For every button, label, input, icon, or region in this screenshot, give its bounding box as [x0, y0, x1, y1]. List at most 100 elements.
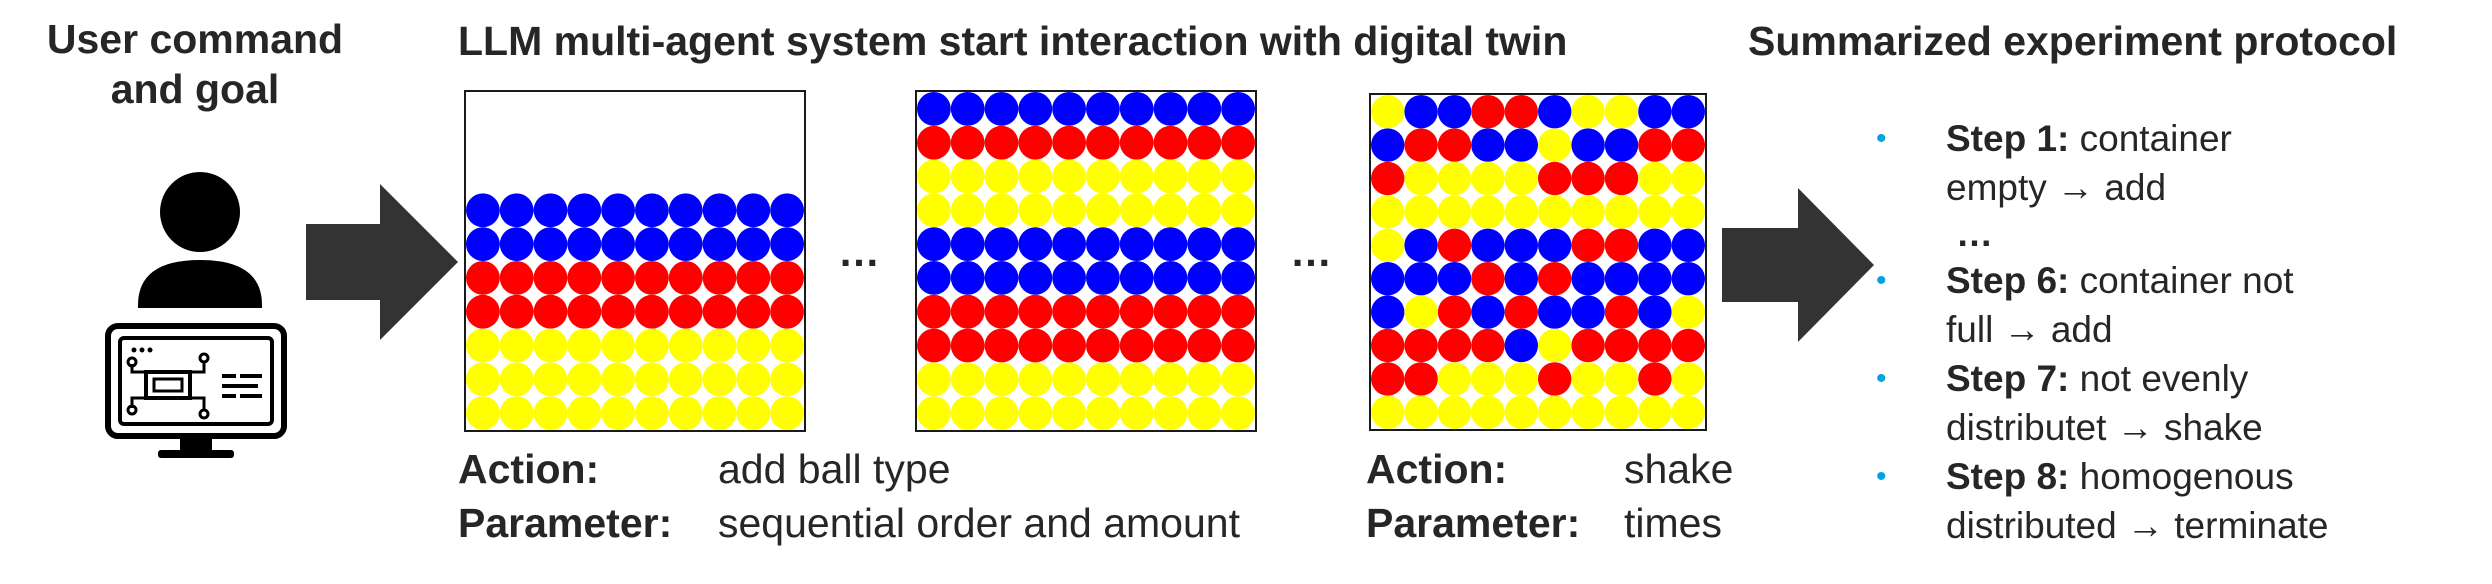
- blue-ball: [1671, 262, 1705, 296]
- blue-ball: [1404, 95, 1438, 129]
- red-ball: [1052, 328, 1086, 363]
- red-ball: [1187, 125, 1222, 160]
- red-ball: [1086, 125, 1120, 160]
- blue-ball: [1052, 92, 1086, 126]
- blue-ball: [1404, 228, 1438, 262]
- blue-ball: [635, 193, 669, 228]
- red-ball: [1538, 262, 1572, 296]
- red-ball: [533, 294, 568, 329]
- yellow-ball: [1187, 396, 1222, 430]
- red-ball: [1086, 294, 1120, 329]
- blue-ball: [1671, 228, 1705, 262]
- red-ball: [1153, 294, 1188, 329]
- yellow-ball: [635, 396, 669, 430]
- red-ball: [950, 125, 985, 160]
- blue-ball: [736, 227, 771, 261]
- monitor-circuit-icon: [105, 323, 287, 458]
- yellow-ball: [1221, 362, 1255, 397]
- red-ball: [601, 294, 635, 329]
- red-ball: [1052, 294, 1086, 329]
- red-ball: [1018, 328, 1053, 363]
- step-ellipsis: …: [1956, 213, 1993, 254]
- blue-ball: [736, 193, 771, 228]
- red-ball: [499, 261, 534, 295]
- yellow-ball: [466, 328, 500, 363]
- yellow-ball: [1404, 195, 1438, 229]
- blue-ball: [1371, 128, 1405, 162]
- blue-ball: [1187, 227, 1222, 261]
- yellow-ball: [1437, 362, 1472, 396]
- step-label: Step 7:: [1946, 358, 2070, 399]
- yellow-ball: [917, 159, 951, 194]
- blue-ball: [499, 193, 534, 228]
- red-ball: [702, 261, 737, 295]
- blue-ball: [499, 227, 534, 261]
- yellow-ball: [601, 362, 635, 397]
- yellow-ball: [702, 328, 737, 363]
- yellow-ball: [1371, 195, 1405, 229]
- yellow-ball: [950, 193, 985, 228]
- blue-ball: [1221, 92, 1255, 126]
- blue-ball: [1119, 227, 1154, 261]
- blue-ball: [1504, 262, 1538, 296]
- red-ball: [984, 125, 1019, 160]
- blue-ball: [1187, 261, 1222, 295]
- blue-ball: [1086, 227, 1120, 261]
- yellow-ball: [1538, 128, 1572, 162]
- red-ball: [1571, 161, 1605, 196]
- blue-ball: [1571, 262, 1605, 296]
- yellow-ball: [1471, 395, 1505, 429]
- yellow-ball: [1604, 195, 1639, 229]
- blue-ball: [702, 227, 737, 261]
- step-label: Step 8:: [1946, 456, 2070, 497]
- red-ball: [702, 294, 737, 329]
- yellow-ball: [1371, 228, 1405, 262]
- red-ball: [1471, 95, 1505, 129]
- yellow-ball: [984, 193, 1019, 228]
- yellow-ball: [1018, 362, 1053, 397]
- blue-ball: [668, 193, 703, 228]
- yellow-ball: [635, 362, 669, 397]
- yellow-ball: [1671, 395, 1705, 429]
- yellow-ball: [1119, 396, 1154, 430]
- yellow-ball: [1086, 193, 1120, 228]
- red-ball: [1504, 95, 1538, 129]
- red-ball: [1604, 161, 1639, 196]
- step-text: empty → add: [1946, 167, 2167, 208]
- yellow-ball: [1052, 159, 1086, 194]
- user-title-line2: and goal: [110, 66, 280, 112]
- blue-ball: [1018, 227, 1053, 261]
- red-ball: [770, 261, 804, 295]
- yellow-ball: [668, 328, 703, 363]
- blue-ball: [1504, 128, 1538, 162]
- yellow-ball: [984, 396, 1019, 430]
- blue-ball: [1187, 92, 1222, 126]
- step-text: not evenly: [2079, 358, 2249, 399]
- red-ball: [466, 294, 500, 329]
- blue-ball: [567, 227, 602, 261]
- blue-ball: [1371, 262, 1405, 296]
- blue-ball: [1638, 295, 1672, 329]
- red-ball: [1604, 295, 1639, 329]
- yellow-ball: [1571, 195, 1605, 229]
- right-arrow-icon: [1722, 188, 1874, 342]
- yellow-ball: [1538, 328, 1572, 363]
- yellow-ball: [950, 362, 985, 397]
- red-ball: [1153, 328, 1188, 363]
- red-ball: [1153, 125, 1188, 160]
- yellow-ball: [950, 396, 985, 430]
- yellow-ball: [1604, 362, 1639, 396]
- parameter-label: Parameter:: [458, 500, 673, 546]
- yellow-ball: [1119, 193, 1154, 228]
- user-column-title: User command and goal: [0, 14, 390, 114]
- container-panel-filled: [915, 90, 1257, 432]
- red-ball: [1671, 128, 1705, 162]
- yellow-ball: [1086, 159, 1120, 194]
- yellow-ball: [1504, 195, 1538, 229]
- red-ball: [1371, 362, 1405, 396]
- yellow-ball: [1638, 395, 1672, 429]
- blue-ball: [1119, 92, 1154, 126]
- blue-ball: [668, 227, 703, 261]
- yellow-ball: [1371, 95, 1405, 129]
- yellow-ball: [1671, 161, 1705, 196]
